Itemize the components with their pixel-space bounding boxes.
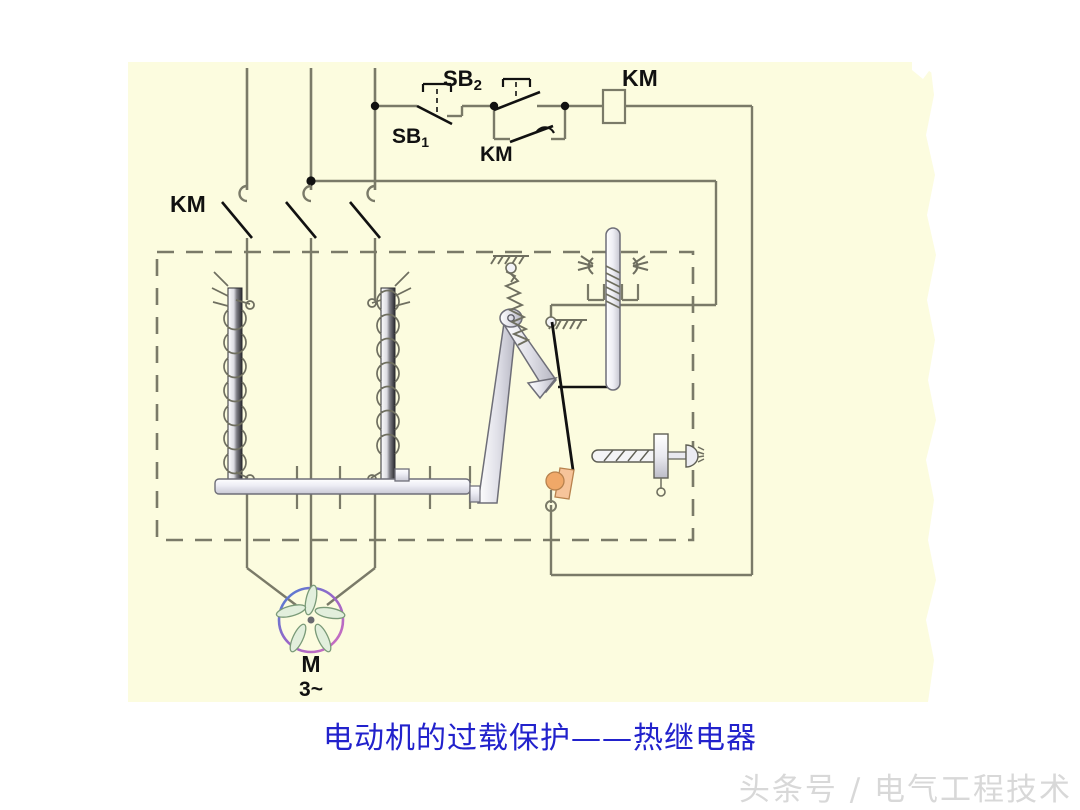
trip-lever xyxy=(469,308,558,504)
motor-symbol: M 3~ xyxy=(275,584,346,701)
motor-phase-label: 3~ xyxy=(299,678,323,701)
start-button-sb2[interactable]: SB2 xyxy=(443,66,541,112)
km-main-contacts[interactable]: KM xyxy=(170,184,381,239)
control-circuit-wiring xyxy=(311,104,754,577)
stop-button-sb1[interactable]: SB1 xyxy=(392,82,453,150)
km-coil-label: KM xyxy=(622,65,658,91)
panel-torn-edge xyxy=(912,55,938,702)
km-coil[interactable]: KM xyxy=(601,65,658,125)
supply-phase-lines xyxy=(245,68,377,190)
push-bar xyxy=(214,468,471,495)
wire-junction-dots xyxy=(306,101,570,186)
stop-button-label: SB1 xyxy=(392,125,429,150)
page-title: 电动机的过载保护——热继电器 xyxy=(323,721,757,756)
start-button-label: SB2 xyxy=(443,66,482,94)
thermal-relay-enclosure xyxy=(155,250,695,542)
reset-screw xyxy=(591,433,705,497)
bimetal-strip-right xyxy=(367,271,412,487)
bimetal-strip-left xyxy=(211,271,255,487)
km-main-contacts-label: KM xyxy=(170,191,206,217)
trip-link-rod xyxy=(550,321,575,471)
watermark: 头条号 / 电气工程技术 xyxy=(738,772,1072,808)
km-holding-contact-label: KM xyxy=(480,143,513,166)
km-holding-contact[interactable]: KM xyxy=(480,124,555,166)
motor-phase-conductors xyxy=(245,238,377,606)
tension-spring xyxy=(490,255,531,346)
motor-label: M xyxy=(301,651,320,677)
contact-rod-assembly xyxy=(577,227,649,391)
nc-auxiliary-contact xyxy=(545,467,575,512)
